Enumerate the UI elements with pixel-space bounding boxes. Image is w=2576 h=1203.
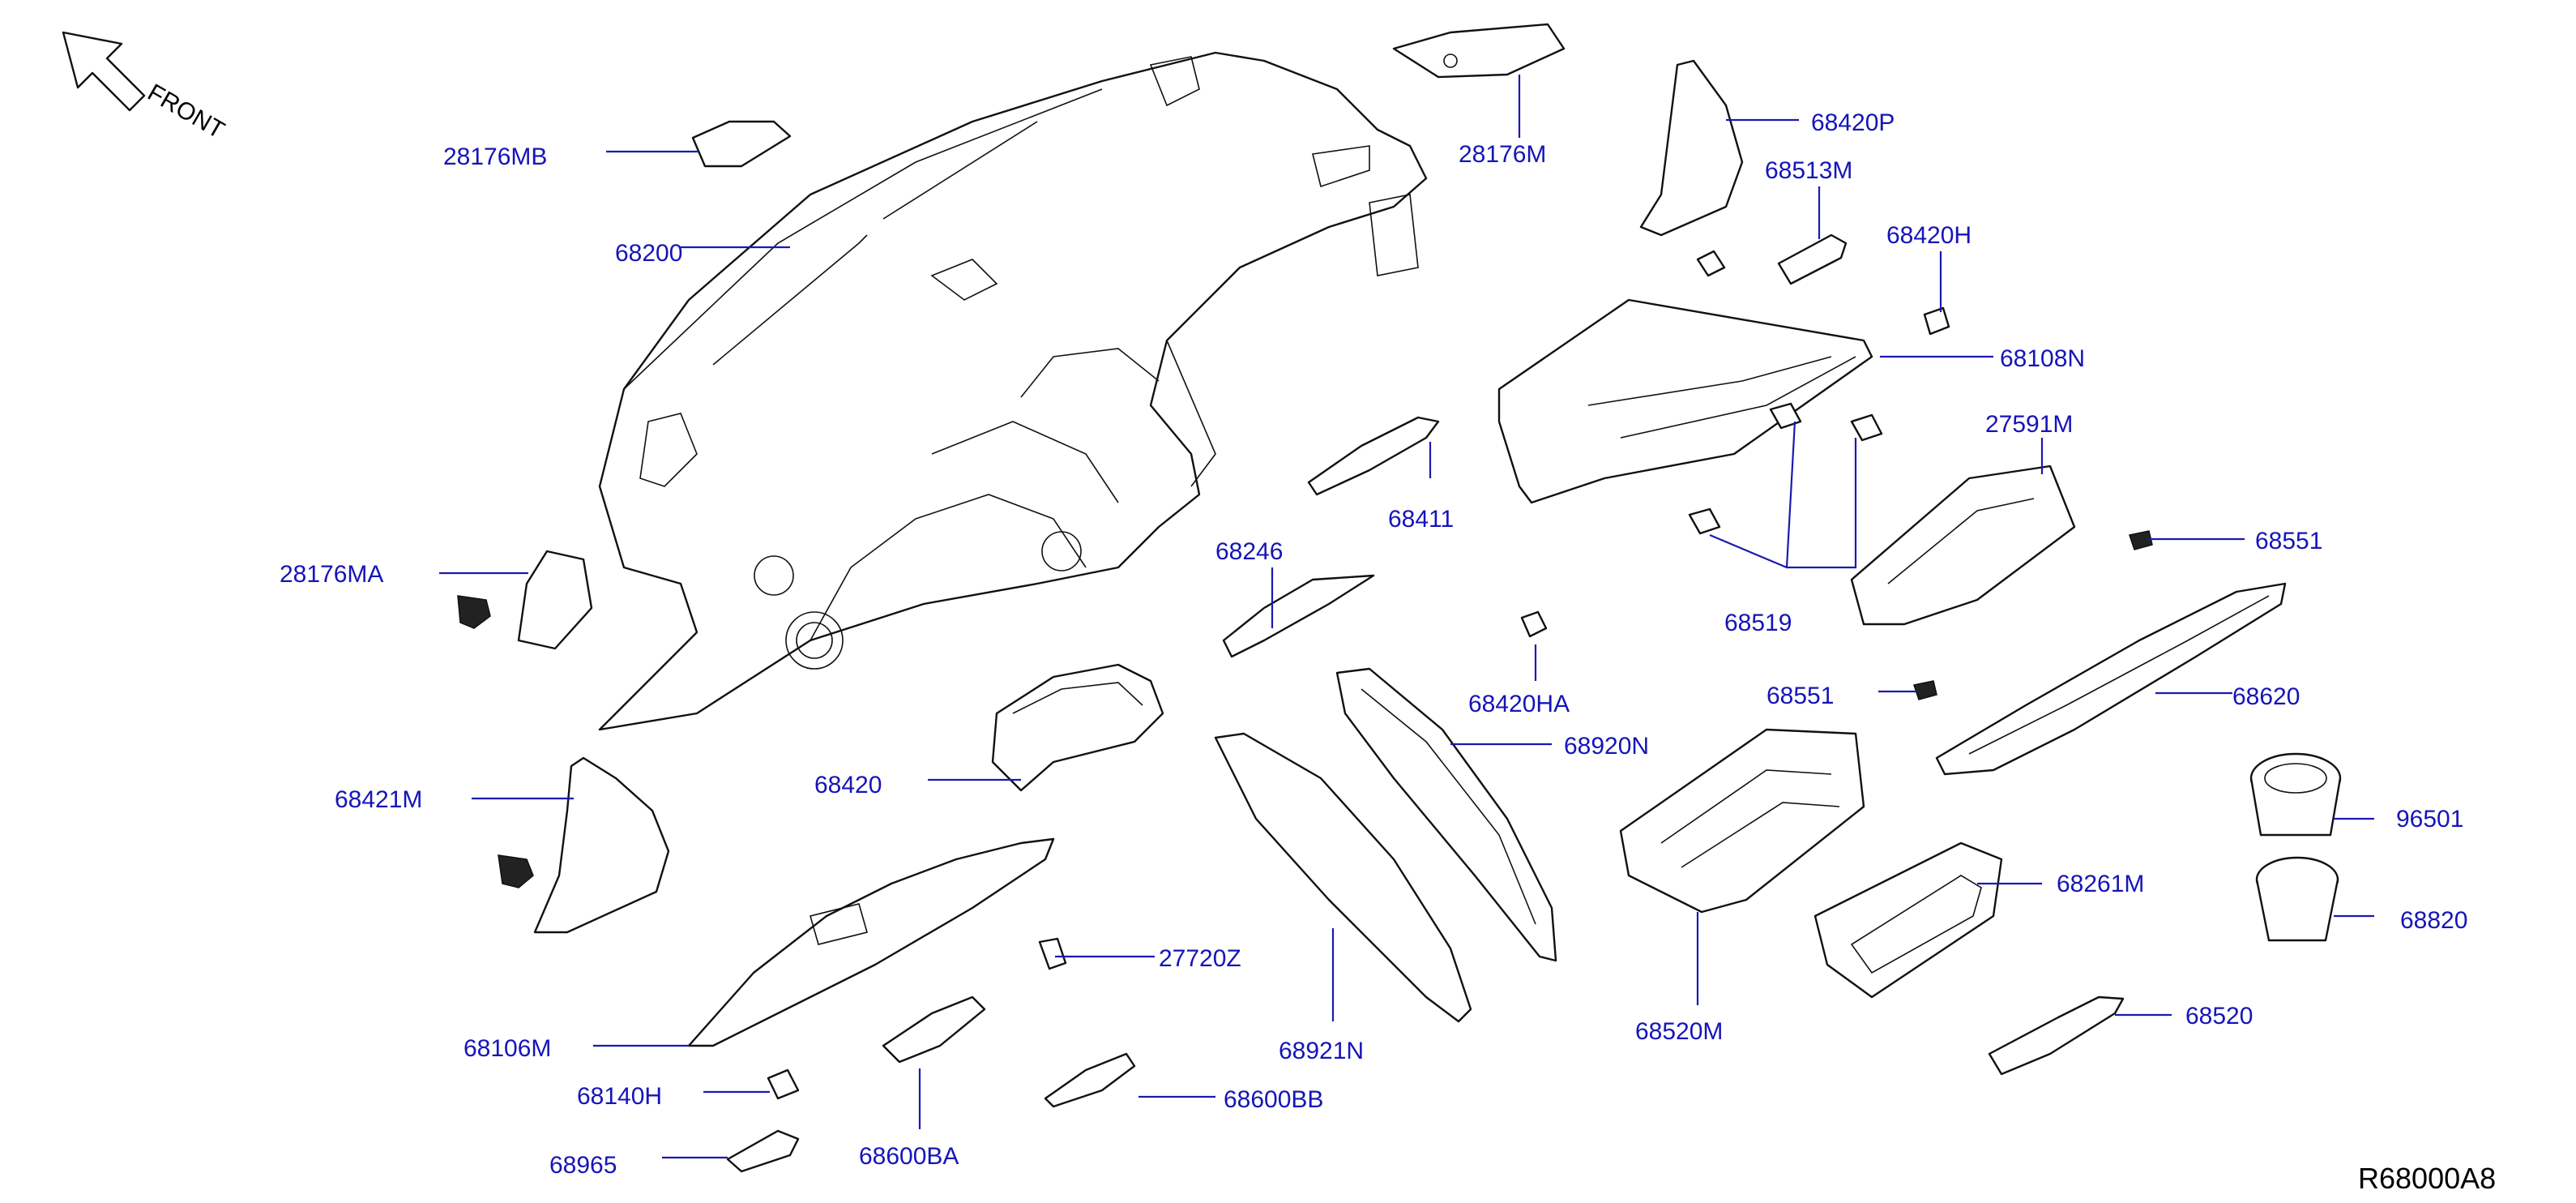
label-68920N: 68920N [1564,733,1649,760]
label-96501: 96501 [2396,806,2463,833]
label-68420HA: 68420HA [1468,691,1570,717]
label-68965: 68965 [549,1152,617,1179]
dashboard-panel-68200 [598,51,1428,731]
bracket-68965 [726,1129,800,1173]
side-finisher-68421M [498,756,670,934]
label-28176MB: 28176MB [443,143,547,170]
leader-lines [439,75,2374,1159]
label-68520: 68520 [2185,1003,2253,1030]
label-68108N: 68108N [2000,345,2085,372]
label-68411: 68411 [1388,506,1454,533]
label-68620: 68620 [2232,683,2300,710]
label-68921N: 68921N [1279,1038,1364,1064]
front-label: FRONT [143,79,229,143]
label-68513M: 68513M [1765,157,1852,184]
label-68551-upper: 68551 [2255,528,2322,554]
label-68246: 68246 [1215,538,1283,565]
clip-68420H [1923,306,1950,336]
label-68261M: 68261M [2057,871,2144,897]
glove-box-68108N [1497,298,1873,504]
clip-27720Z [1038,937,1067,970]
bracket-68600BB [1044,1052,1136,1108]
console-finisher-68620 [1935,582,2287,776]
label-68600BB: 68600BB [1224,1086,1323,1113]
label-28176MA: 28176MA [280,561,383,588]
console-finisher-68261M [1813,841,2003,999]
glove-inner-68920N [1335,667,1557,962]
label-68140H: 68140H [577,1083,662,1110]
label-68520M: 68520M [1635,1018,1723,1045]
striker-68513M [1777,233,1848,285]
label-68600BA: 68600BA [859,1143,959,1170]
label-27720Z: 27720Z [1159,945,1241,972]
label-68421M: 68421M [335,786,422,813]
glove-lid-68921N [1214,732,1472,1023]
bracket-68600BA [882,995,986,1064]
cup-insert-68820 [2255,856,2339,942]
clip-68420HA [1520,610,1548,638]
label-68106M: 68106M [464,1035,551,1062]
diagram-reference: R68000A8 [2358,1162,2496,1195]
cover-28176MA [457,550,593,650]
front-arrow-icon [62,31,146,112]
label-68820: 68820 [2400,907,2467,934]
label-68420H: 68420H [1886,222,1972,249]
label-68420P: 68420P [1811,109,1895,136]
label-68551-lower: 68551 [1766,683,1834,709]
lower-panel-68106M [687,837,1055,1047]
label-68519: 68519 [1724,610,1792,636]
screw-68551-upper [2129,530,2153,550]
clip-68140H [767,1068,800,1100]
finisher-68520 [1988,995,2125,1076]
label-27591M: 27591M [1985,411,2073,438]
center-cluster-68520M [1619,728,1865,914]
cup-holder-96501 [2249,752,2342,837]
cover-28176MB [691,120,792,168]
side-finisher-68420P [1639,59,1744,237]
finisher-68411 [1307,416,1440,496]
cluster-lid-68420 [991,663,1164,792]
label-68420: 68420 [814,772,882,798]
bumpers-68519 [1688,250,1883,535]
bracket-68246 [1222,574,1375,658]
label-28176M: 28176M [1459,141,1546,168]
cover-28176M [1392,23,1566,79]
label-68200: 68200 [615,240,682,267]
glove-box-lid-27591M [1850,465,2076,626]
screw-68551-lower [1913,680,1937,700]
